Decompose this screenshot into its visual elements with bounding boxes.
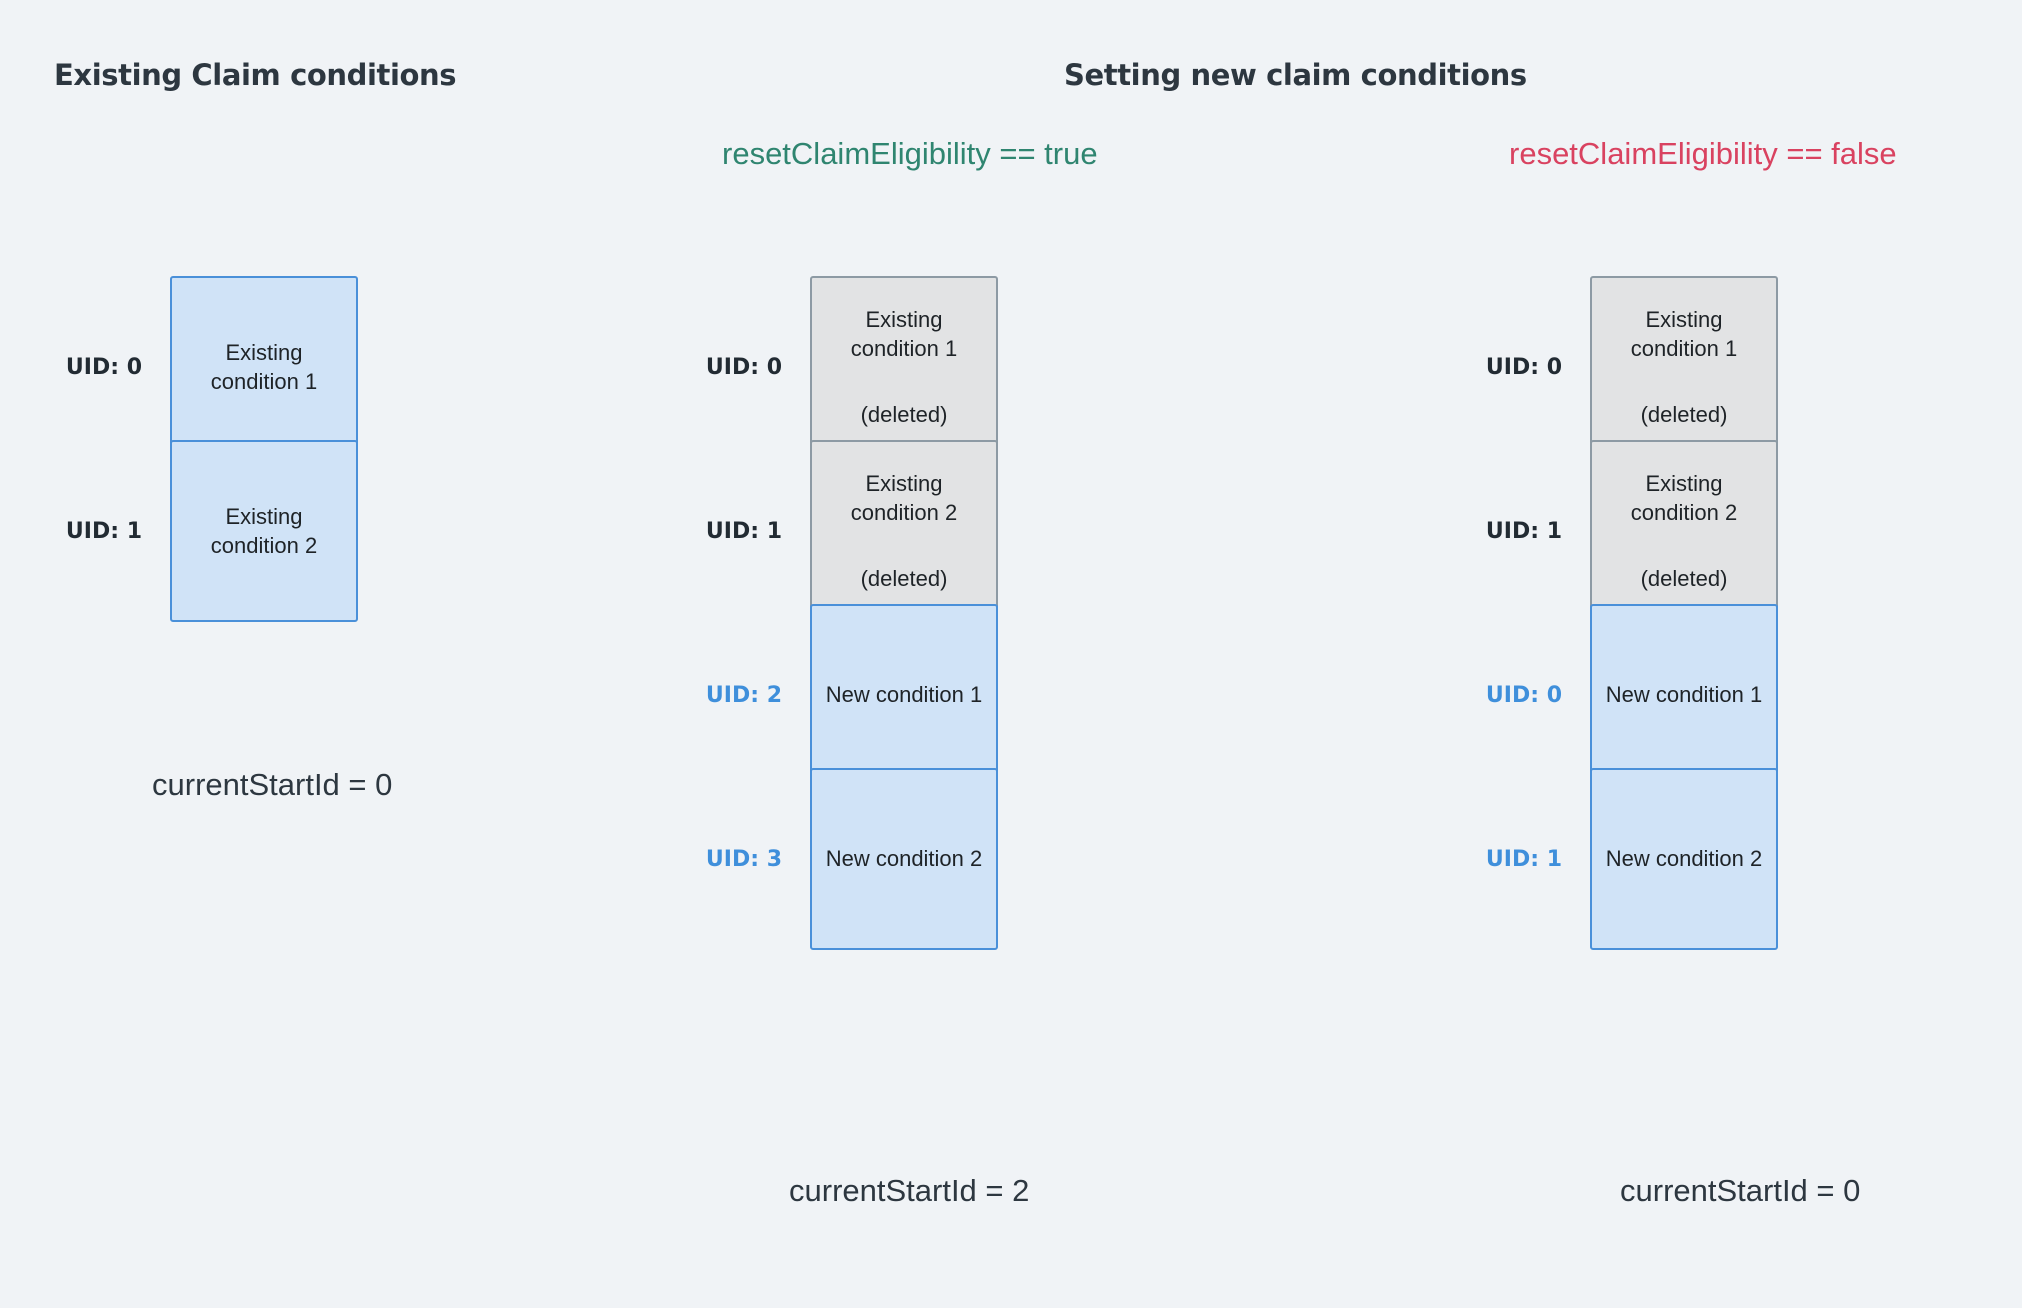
condition-row: UID: 0 New condition 1 [1420,604,1840,786]
uid-label-reset-false-3: UID: 1 [1485,846,1562,872]
condition-box-reset-false-3[interactable]: New condition 2 [1590,768,1778,950]
condition-box-title: Existing condition 2 [210,503,318,558]
footer-current-start-id-existing: currentStartId = 0 [152,767,393,802]
condition-box-title: Existing condition 1 [850,307,958,362]
expression-reset-eligibility-true: resetClaimEligibility == true [722,136,1098,171]
uid-label-reset-false-2: UID: 0 [1485,682,1562,708]
uid-label-reset-true-1: UID: 1 [705,518,782,544]
condition-box-title: Existing condition 2 [1630,471,1738,526]
condition-row: UID: 0 Existing condition 1 (deleted) [640,276,1060,458]
condition-box-title: Existing condition 1 [1630,307,1738,362]
condition-box-title: New condition 2 [825,846,983,872]
condition-box-title: Existing condition 1 [210,339,318,394]
condition-row: UID: 1 Existing condition 2 (deleted) [1420,440,1840,622]
condition-box-reset-true-1[interactable]: Existing condition 2 (deleted) [810,440,998,622]
uid-label-reset-false-1: UID: 1 [1485,518,1562,544]
uid-label-reset-true-0: UID: 0 [705,354,782,380]
condition-row: UID: 1 New condition 2 [1420,768,1840,950]
condition-box-reset-true-0[interactable]: Existing condition 1 (deleted) [810,276,998,458]
uid-label-existing-conditions-0: UID: 0 [65,354,142,380]
condition-box-existing-conditions-1[interactable]: Existing condition 2 [170,440,358,622]
uid-label-reset-false-0: UID: 0 [1485,354,1562,380]
condition-row: UID: 2 New condition 1 [640,604,1060,786]
column-existing-conditions: UID: 0 Existing condition 1 UID: 1 Existing… [0,0,520,1308]
condition-box-status: (deleted) [1640,401,1728,427]
page-title-new-conditions: Setting new claim conditions [1064,58,1527,92]
condition-row: UID: 1 Existing condition 2 (deleted) [640,440,1060,622]
condition-box-title: New condition 1 [825,682,983,708]
footer-current-start-id-reset-false: currentStartId = 0 [1620,1173,1861,1208]
condition-row: UID: 1 Existing condition 2 [0,440,420,622]
condition-row: UID: 0 Existing condition 1 [0,276,420,458]
condition-box-reset-false-0[interactable]: Existing condition 1 (deleted) [1590,276,1778,458]
condition-box-status: (deleted) [860,565,948,591]
condition-box-title: New condition 2 [1605,846,1763,872]
condition-box-reset-false-2[interactable]: New condition 1 [1590,604,1778,786]
expression-reset-eligibility-false: resetClaimEligibility == false [1509,136,1897,171]
page-title-existing-conditions: Existing Claim conditions [54,58,457,92]
uid-label-reset-true-2: UID: 2 [705,682,782,708]
condition-box-title: Existing condition 2 [850,471,958,526]
condition-box-status: (deleted) [860,401,948,427]
condition-box-reset-false-1[interactable]: Existing condition 2 (deleted) [1590,440,1778,622]
condition-box-existing-conditions-0[interactable]: Existing condition 1 [170,276,358,458]
condition-box-reset-true-2[interactable]: New condition 1 [810,604,998,786]
uid-label-reset-true-3: UID: 3 [705,846,782,872]
footer-current-start-id-reset-true: currentStartId = 2 [789,1173,1030,1208]
condition-box-title: New condition 1 [1605,682,1763,708]
condition-box-reset-true-3[interactable]: New condition 2 [810,768,998,950]
condition-box-status: (deleted) [1640,565,1728,591]
condition-row: UID: 0 Existing condition 1 (deleted) [1420,276,1840,458]
condition-row: UID: 3 New condition 2 [640,768,1060,950]
uid-label-existing-conditions-1: UID: 1 [65,518,142,544]
